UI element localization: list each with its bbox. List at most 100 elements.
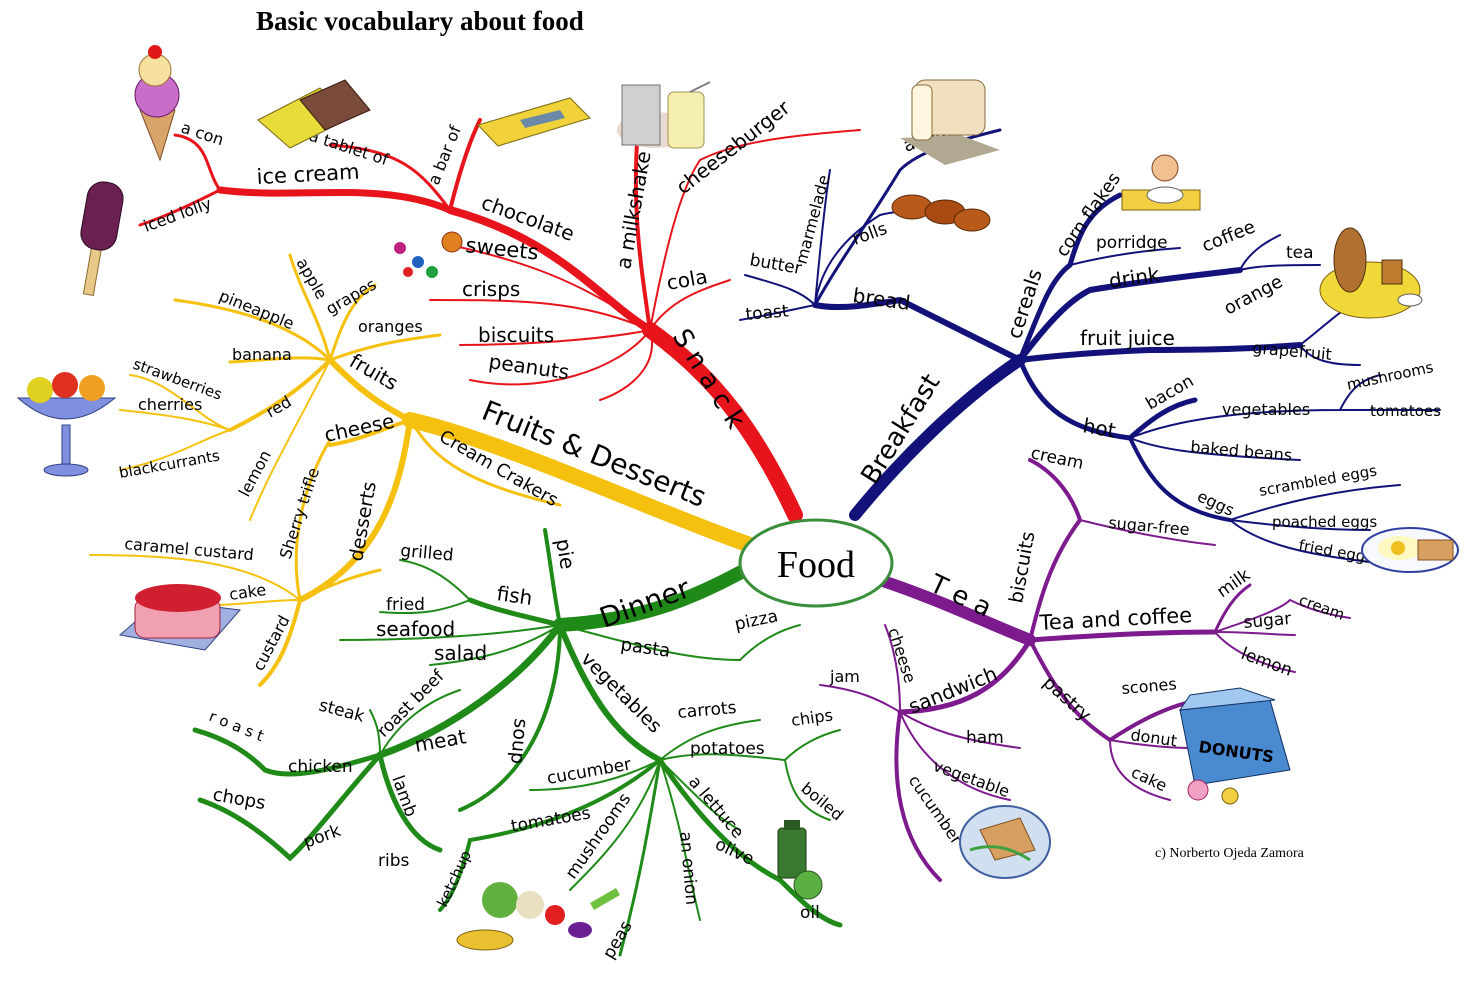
cake-label: cake [228, 580, 267, 604]
chips-label: chips [790, 705, 834, 730]
chocolate-bar-icon [477, 97, 591, 147]
sweets-icon [394, 231, 463, 278]
pizza-label: pizza [733, 606, 780, 635]
fruits-label: fruits [346, 349, 403, 396]
cereal-bowl-icon [1121, 154, 1201, 211]
biscuits-label-t: biscuits [1005, 530, 1039, 605]
bread-label: bread [851, 283, 912, 315]
pork-label: pork [301, 821, 344, 853]
scrambled-eggs-label: scrambled eggs [1258, 461, 1379, 499]
tea-labels: T e a biscuits cream sugar-free Tea and … [829, 443, 1347, 848]
a-con-label: a con [179, 118, 226, 150]
rolls-icon [891, 194, 991, 232]
poached-eggs-label: poached eggs [1272, 513, 1377, 531]
pastry-label: pastry [1039, 672, 1096, 726]
chocolate-tablet-icon [257, 79, 371, 149]
sandwich-plate-icon [959, 805, 1051, 879]
grapefruit-label: grapefruit [1252, 338, 1333, 364]
oranges-label: oranges [358, 317, 423, 336]
porridge-label: porridge [1096, 233, 1168, 253]
ice-cream-label: ice cream [256, 160, 360, 189]
snack-branch [138, 103, 861, 523]
pasta-label: pasta [619, 634, 671, 662]
lemon-label-t: lemon [1238, 644, 1295, 681]
cheese-label-t: cheese [884, 625, 920, 685]
marmelade-label: marmelade [792, 173, 834, 266]
orange-label: orange [1220, 271, 1286, 319]
tomatoes-label: tomatoes [509, 803, 592, 837]
an-onion-label: an onion [675, 831, 701, 906]
desserts-label: desserts [345, 480, 381, 563]
tea-label: tea [1286, 243, 1314, 263]
olive-oil-icon [777, 820, 823, 900]
tea-branch [819, 458, 1351, 882]
fried-egg-plate-icon [1361, 527, 1459, 573]
peas-label: peas [599, 917, 637, 962]
cheese-label: cheese [322, 409, 396, 447]
drink-label: drink [1107, 262, 1161, 293]
ribs-label: ribs [378, 851, 410, 871]
fruits-desserts-branch [89, 253, 758, 687]
cherries-label: cherries [138, 395, 202, 414]
eggs-label: eggs [1194, 486, 1237, 519]
chicken-label: chicken [288, 757, 353, 777]
sugar-free-label: sugar-free [1108, 513, 1191, 539]
mushrooms-label-b: mushrooms [1345, 358, 1435, 394]
page-title: Basic vocabulary about food [256, 6, 584, 36]
fruit-juice-label: fruit juice [1080, 326, 1175, 350]
pie-label: pie [551, 537, 580, 571]
sherry-trifle-label: Sherry trifle [276, 465, 323, 561]
strawberry-cake-icon [118, 584, 241, 651]
peanuts-label: peanuts [487, 349, 570, 384]
blackcurrants-label: blackcurrants [118, 446, 222, 481]
tomatoes-label-b: tomatoes [1370, 402, 1441, 420]
snack-label: S n a c k [666, 324, 750, 434]
oil-label: oil [800, 903, 820, 923]
rolls-label: rolls [850, 219, 890, 250]
center-node: Food [738, 518, 894, 608]
ham-label: ham [966, 728, 1004, 748]
bread-loaf-icon [900, 79, 1000, 165]
seafood-label: seafood [376, 617, 455, 641]
dinner-label: Dinner [595, 571, 695, 634]
tea-set-icon [1319, 227, 1423, 319]
ketchup-label: ketchup [433, 848, 475, 910]
scones-label: scones [1121, 674, 1178, 698]
dinner-branch [192, 528, 843, 957]
donut-label: donut [1129, 725, 1178, 750]
meat-label: meat [413, 724, 468, 757]
milkshake-icon [617, 81, 711, 149]
grilled-label: grilled [400, 541, 455, 566]
vegetables-label-b: vegetables [1222, 400, 1310, 419]
potatoes-label: potatoes [690, 739, 765, 759]
ice-cream-cone-icon [134, 45, 180, 162]
fried-label: fried [386, 595, 425, 615]
mushrooms-label: mushrooms [562, 790, 636, 883]
iced-lolly-icon [80, 181, 124, 297]
milk-label: milk [1213, 565, 1254, 602]
crisps-label: crisps [462, 277, 520, 301]
toast-label: toast [745, 301, 790, 325]
vegetable-label: vegetable [931, 756, 1013, 801]
credit-text: c) Norberto Ojeda Zamora [1155, 846, 1304, 861]
salad-label: salad [434, 641, 487, 665]
coffee-label: coffee [1199, 216, 1258, 256]
fruit-bowl-icon [16, 372, 117, 477]
soup-label: soup [506, 718, 532, 765]
carrots-label: carrots [677, 698, 738, 723]
baked-beans-label: baked beans [1190, 437, 1293, 465]
lemon-label: lemon [235, 447, 275, 500]
a-milkshake-label: a milkshake [611, 149, 655, 271]
vegetables-icon [456, 882, 620, 951]
donuts-box-icon: DONUTS [1178, 687, 1291, 805]
sugar-label: sugar [1243, 609, 1292, 633]
biscuits-label: biscuits [478, 323, 554, 347]
iced-lolly-label: iced lolly [141, 194, 214, 236]
steak-label: steak [317, 696, 367, 727]
jam-label: jam [829, 667, 860, 686]
cake-label-t: cake [1128, 762, 1170, 795]
cream-label: cream [1297, 591, 1347, 624]
banana-label: banana [232, 345, 292, 364]
center-label: Food [777, 544, 855, 586]
